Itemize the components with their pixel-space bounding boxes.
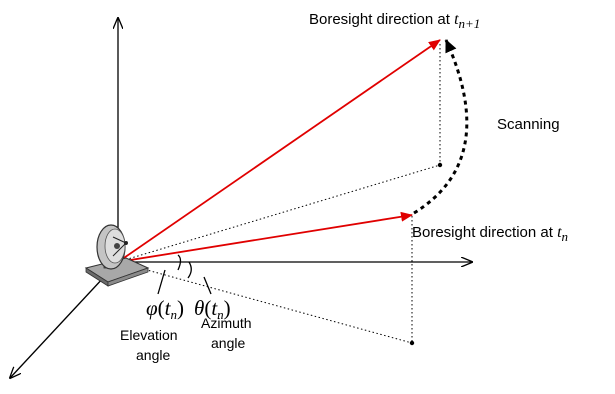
elevation-symbol: φ(tn) (146, 296, 184, 322)
elevation-caption-line2: angle (136, 347, 170, 363)
scanning-label: Scanning (497, 116, 560, 133)
azimuth-pointer (203, 276, 212, 295)
boresight-vector-now (117, 211, 413, 263)
boresight-now-label: Boresight direction at tn (412, 224, 568, 244)
elevation-caption-line1: Elevation (120, 327, 178, 343)
azimuth-caption-line2: angle (211, 335, 245, 351)
elevation-angle-arc (177, 254, 182, 271)
azimuth-symbol: θ(tn) (194, 296, 231, 322)
azimuth-angle-arc (187, 261, 192, 279)
projection-point-upper (437, 162, 443, 168)
elevation-pointer (157, 269, 166, 295)
antenna-dish-icon (84, 224, 150, 287)
projection-point-lower (409, 340, 415, 346)
projection-lines (117, 44, 441, 344)
boresight-vector-next (117, 39, 441, 263)
azimuth-caption-line1: Azimuth (201, 315, 252, 331)
boresight-next-label: Boresight direction at tn+1 (309, 11, 480, 31)
scanning-arc (413, 39, 469, 215)
